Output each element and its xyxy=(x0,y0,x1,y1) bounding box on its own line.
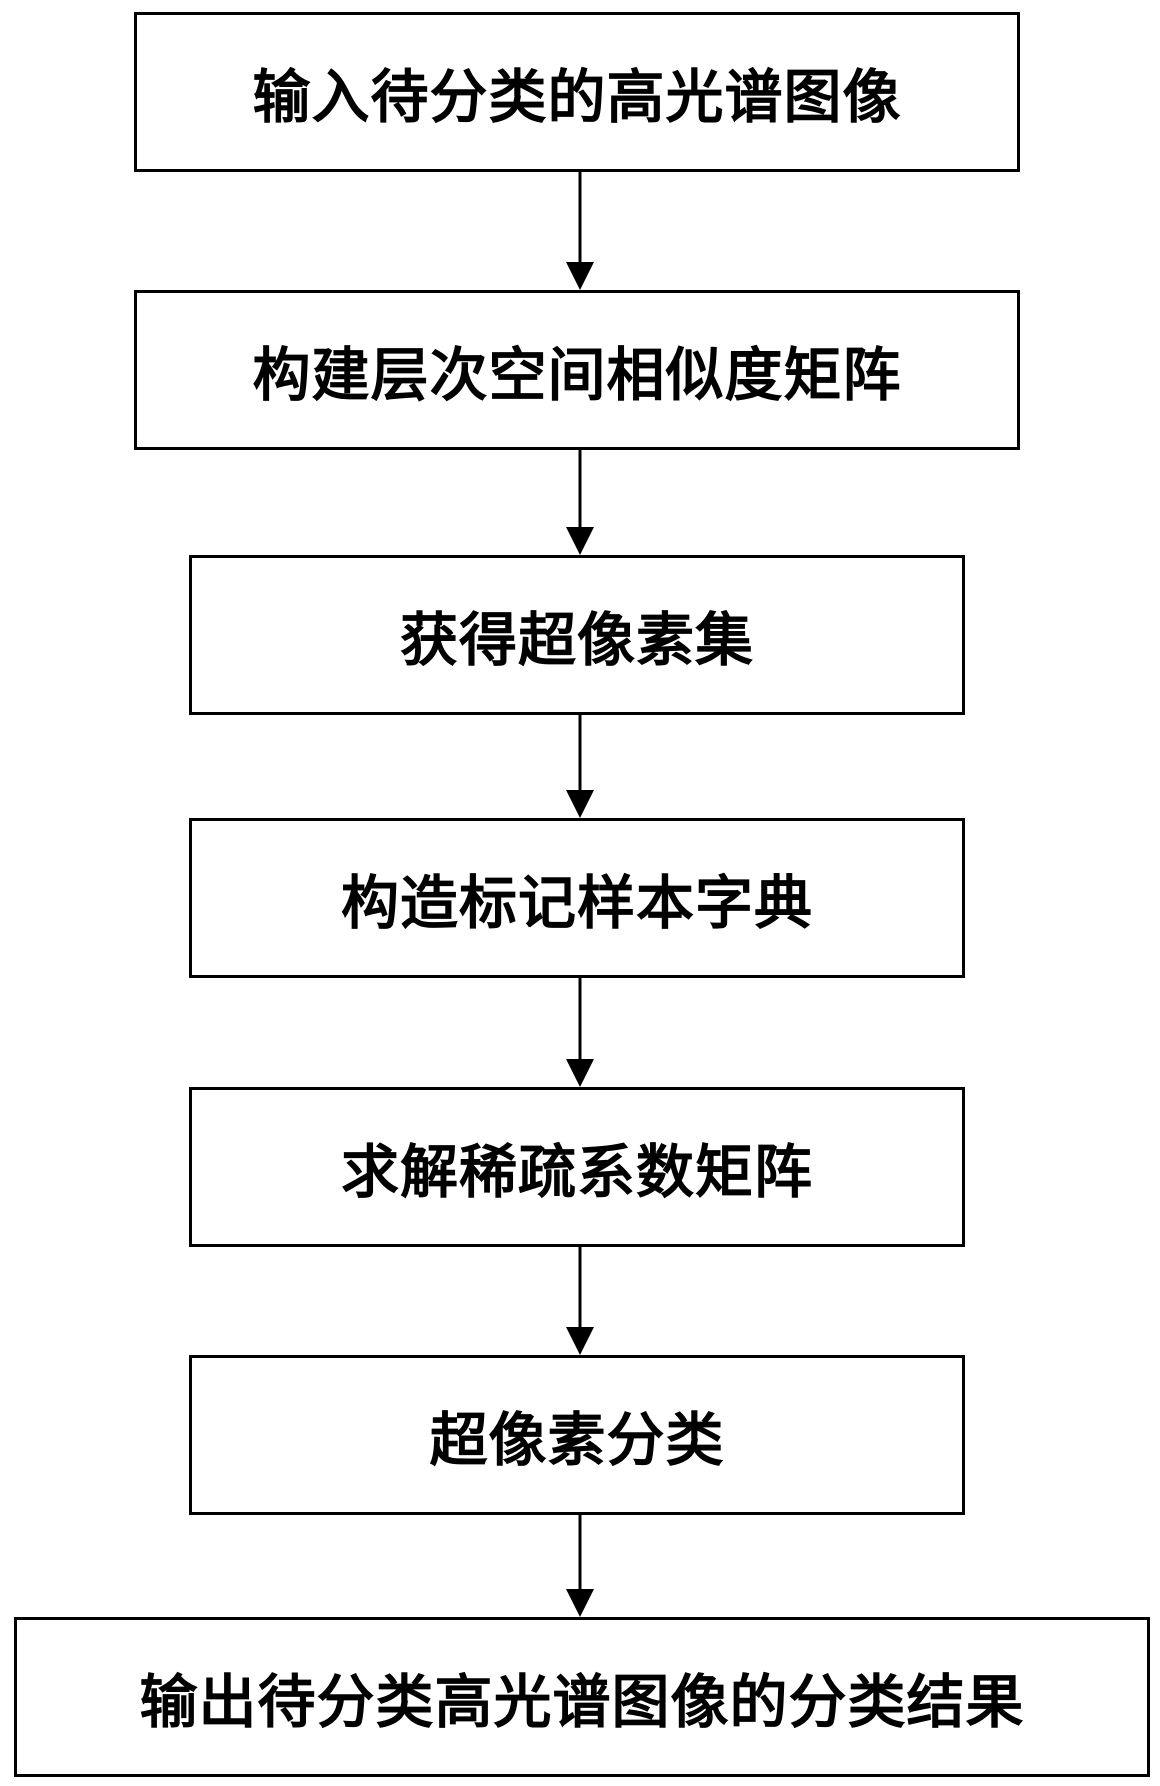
arrow-head xyxy=(566,527,594,555)
step-label: 输出待分类高光谱图像的分类结果 xyxy=(139,1668,1025,1736)
step-construct-dictionary: 构造标记样本字典 xyxy=(189,818,965,978)
arrow-head xyxy=(566,1589,594,1617)
step-label: 构建层次空间相似度矩阵 xyxy=(252,341,902,409)
arrow-head xyxy=(566,1327,594,1355)
step-superpixel-classification: 超像素分类 xyxy=(189,1355,965,1515)
step-get-superpixels: 获得超像素集 xyxy=(189,555,965,715)
step-solve-sparse-matrix: 求解稀疏系数矩阵 xyxy=(189,1087,965,1247)
arrow-head xyxy=(566,790,594,818)
step-output-result: 输出待分类高光谱图像的分类结果 xyxy=(14,1617,1150,1777)
step-build-similarity-matrix: 构建层次空间相似度矩阵 xyxy=(134,290,1020,450)
step-input-image: 输入待分类的高光谱图像 xyxy=(134,12,1020,172)
arrow-head xyxy=(566,1059,594,1087)
step-label: 输入待分类的高光谱图像 xyxy=(252,63,902,131)
step-label: 获得超像素集 xyxy=(399,606,754,674)
step-label: 构造标记样本字典 xyxy=(340,869,813,937)
arrow-head xyxy=(566,262,594,290)
step-label: 求解稀疏系数矩阵 xyxy=(340,1138,813,1206)
step-label: 超像素分类 xyxy=(429,1406,725,1474)
